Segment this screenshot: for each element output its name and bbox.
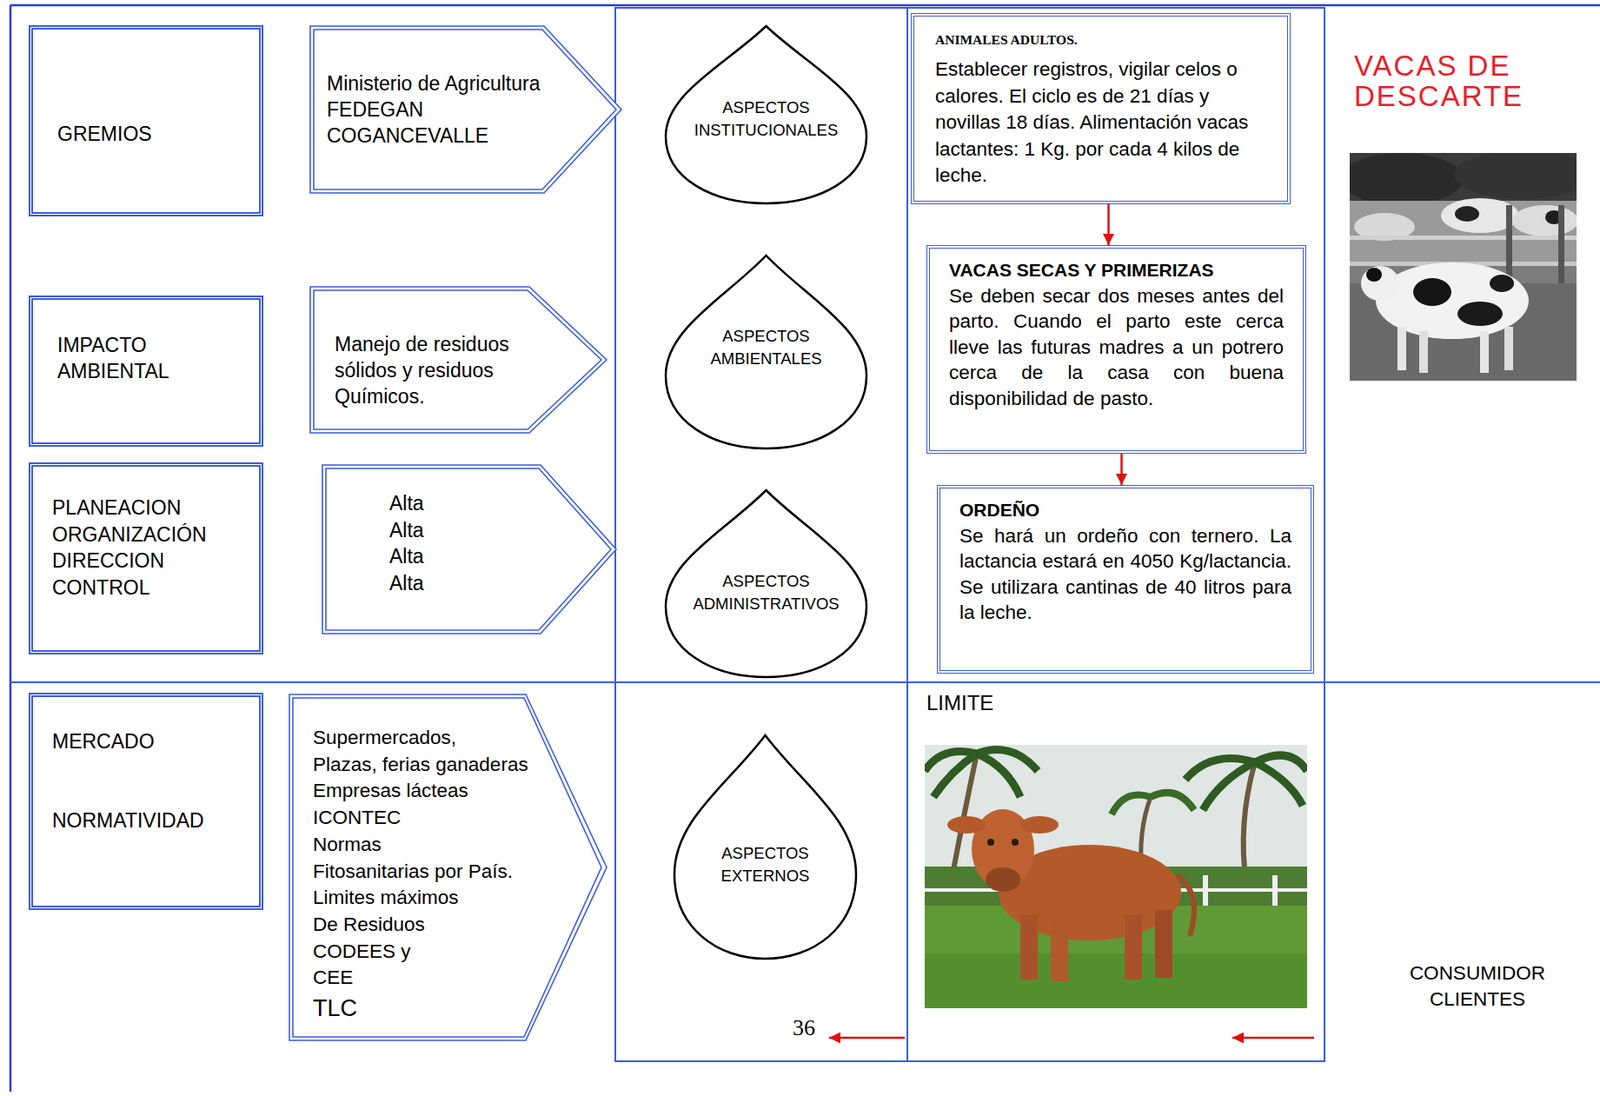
node-text: DIRECCION [52, 547, 165, 575]
drop-shape: ASPECTOS EXTERNOS [673, 734, 857, 960]
node-text: Limites máximos [312, 884, 459, 912]
pentagon-arrow: Manejo de residuos sólidos y residuos Qu… [309, 285, 608, 434]
node-text: MERCADO [52, 728, 155, 755]
node-text: Alta [389, 570, 425, 598]
drop-shape: ASPECTOS AMBIENTALES [664, 254, 868, 450]
process-box: VACAS SECAS Y PRIMERIZASSe deben secar d… [926, 245, 1307, 454]
node-text: ASPECTOS ADMINISTRATIVOS [692, 570, 839, 616]
node-text: Se hará un ordeño con ternero. La lactan… [959, 523, 1292, 626]
title-label: VACAS DE DESCARTE [1354, 50, 1559, 112]
node-text: Empresas lácteas [312, 777, 469, 805]
node-text: CODEES y [312, 938, 412, 966]
client-label: CONSUMIDOR CLIENTES [1390, 960, 1565, 1013]
node-text: Supermercados, [312, 724, 457, 752]
category-box: IMPACTO AMBIENTAL [28, 295, 264, 447]
category-box: GREMIOS [28, 25, 264, 217]
node-text: Manejo de residuos sólidos y residuos Qu… [334, 331, 522, 410]
node-text: VACAS SECAS Y PRIMERIZAS [949, 257, 1215, 284]
node-text: PLANEACION [52, 494, 181, 522]
process-box: ORDEÑOSe hará un ordeño con ternero. La … [936, 484, 1315, 674]
node-text: FEDEGAN [326, 96, 424, 123]
calf-photo [924, 744, 1308, 1009]
node-text: Fitosanitarias por País. [312, 858, 513, 886]
node-text: CEE [312, 964, 353, 992]
boundary-label: LIMITE [926, 690, 994, 716]
node-text: Normas [312, 831, 382, 859]
category-box: MERCADO NORMATIVIDAD [28, 692, 264, 910]
page-number: 36 [792, 1015, 816, 1042]
pentagon-arrow: AltaAltaAltaAlta [321, 464, 618, 635]
node-text: TLC [312, 993, 358, 1023]
pentagon-outline [321, 464, 618, 635]
drop-shape: ASPECTOS INSTITUCIONALES [664, 25, 868, 205]
node-text: Ministerio de Agricultura [326, 70, 540, 97]
node-text: COGANCEVALLE [326, 122, 489, 149]
node-text: ASPECTOS EXTERNOS [721, 842, 810, 888]
flow-arrow [1120, 453, 1123, 485]
pentagon-arrow: Supermercados,Plazas, ferias ganaderasEm… [288, 693, 608, 1042]
node-text: ASPECTOS INSTITUCIONALES [694, 96, 839, 142]
node-text: Alta [389, 490, 425, 518]
node-text: ORDEÑO [959, 497, 1040, 524]
flow-arrow [1107, 204, 1110, 246]
node-text: ASPECTOS AMBIENTALES [710, 325, 822, 371]
node-text: De Residuos [312, 911, 425, 939]
node-text: IMPACTO AMBIENTAL [57, 331, 170, 385]
node-text: Alta [389, 517, 425, 545]
node-text: Alta [389, 543, 425, 571]
node-text: Establecer registros, vigilar celos o ca… [935, 56, 1272, 190]
drop-shape: ASPECTOS ADMINISTRATIVOS [664, 489, 868, 678]
node-text: CONTROL [52, 574, 150, 602]
node-text: ANIMALES ADULTOS. [935, 30, 1078, 50]
node-text: NORMATIVIDAD [52, 807, 205, 834]
node-text: GREMIOS [57, 120, 153, 147]
node-text: Plazas, ferias ganaderas [312, 751, 529, 779]
category-box: PLANEACIONORGANIZACIÓNDIRECCIONCONTROL [28, 462, 264, 655]
node-text: ORGANIZACIÓN [52, 521, 207, 549]
node-text: Se deben secar dos meses antes del parto… [949, 283, 1284, 412]
cows-photo [1349, 152, 1577, 381]
pentagon-arrow: Ministerio de AgriculturaFEDEGANCOGANCEV… [309, 25, 623, 194]
process-box: ANIMALES ADULTOS. Establecer registros, v… [910, 13, 1291, 205]
node-text: ICONTEC [312, 804, 401, 832]
